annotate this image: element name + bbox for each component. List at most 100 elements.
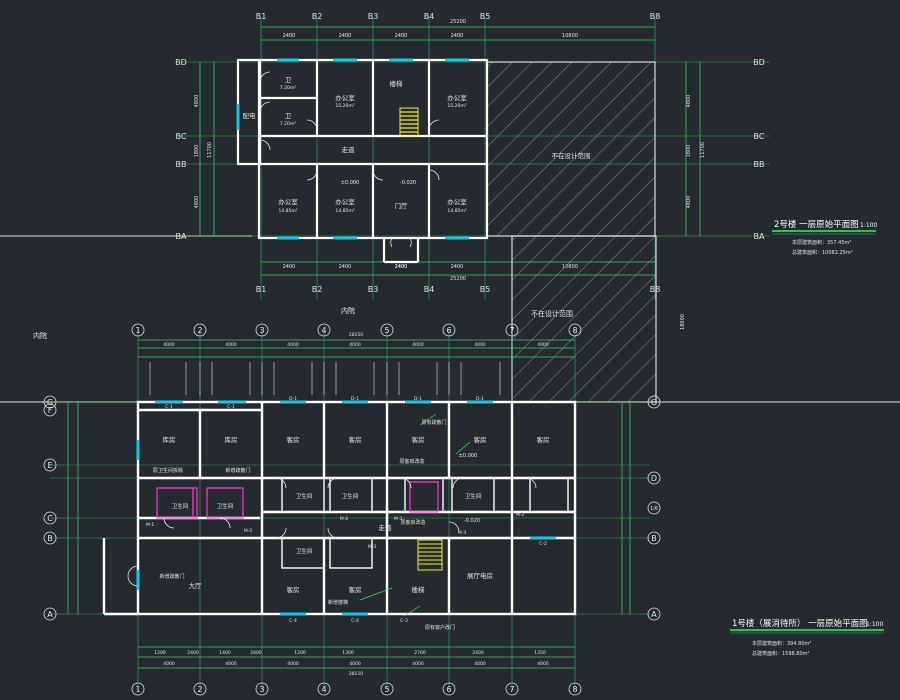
b1-dim-bottom-bay-5: 4000 [412,661,424,667]
b1-axis-bot-4: 4 [321,685,326,694]
b2-side-dim-3: 4800 [194,196,200,209]
b1-dim-bay-6: 4000 [474,342,486,348]
b2-axis-bot-b2: B2 [312,285,323,294]
b2-room-toilet-1-area: 7.20m² [280,85,296,91]
b1-dim-bot-7: 2700 [414,650,426,656]
b1-dim-bay-4: 4000 [349,342,361,348]
b1-room-wc-3: 卫生间 [296,492,313,500]
b1-dim-bottom-bay-1: 4000 [163,661,175,667]
b2-axis-top-b3: B3 [368,12,379,21]
b1-dim-bay-3: 4000 [287,342,299,348]
b1-door-tag-1: M-1 [146,522,155,528]
b2-dim-bot-2: 2400 [339,264,352,270]
b2-axis-top-b4: B4 [424,12,435,21]
b1-window-tag-4: D-1 [351,396,359,402]
b1-dim-bay-5: 4000 [412,342,424,348]
b1-dim-bot-1: 1200 [154,650,166,656]
b1-room-hall: 大厅 [189,581,203,590]
b1-axis-top-5: 5 [384,326,389,335]
site-lines [0,235,900,403]
b1-room-wc-5: 卫生间 [465,492,482,500]
site-long-dim: 18000 [680,314,686,330]
b1-window-tag-1: C-1 [165,404,173,410]
b1-axis-top-6: 6 [446,326,451,335]
b2-dim-bot-1: 2400 [283,264,296,270]
site-label-courtyard-left: 内院 [33,331,47,340]
b1-room-wc-2: 卫生间 [217,502,234,510]
b1-axis-right-g: G [651,398,657,407]
b2-room-toilet-2: 卫 [285,112,292,120]
b1-note-4: 原客房改造 [399,458,424,465]
b2-side-dim-1: 4800 [194,95,200,108]
b1-room-guest-6: 客房 [287,585,300,594]
b2-axis-top-b2: B2 [312,12,323,21]
b1-door-tag-3: M-2 [340,516,349,522]
b2-dim-overall-top: 25200 [450,19,466,25]
b1-title-scale: 1:100 [866,621,883,628]
b1-axis-left-f: F [48,406,53,415]
b1-room-guest-7: 客房 [349,585,362,594]
b1-level-mark-1: ±0.000 [459,453,478,459]
b1-axis-right-d: D [651,474,657,483]
b1-room-wc-4: 卫生间 [342,492,359,500]
b1-axis-left-e: E [47,461,52,470]
b2-axis-bot-b1: B1 [256,285,267,294]
b1-window-tag-9: C-4 [289,618,297,624]
b1-door-tag-2: M-2 [244,528,253,534]
b1-note-2: 新增疏散门 [225,467,250,474]
b2-corridor: 走道 [342,145,356,154]
b1-dim-bot-3: 1400 [219,650,231,656]
b1-axis-right-a: A [651,610,657,619]
b2-out-of-scope-label: 不在设计范围 [552,151,591,160]
b2-side-total: 11700 [207,142,213,158]
b1-axis-left-a: A [47,610,53,619]
b2-axis-left-bc: BC [176,132,187,141]
b2-room-office-5: 办公室 [447,197,467,206]
b1-axis-bot-3: 3 [259,685,264,694]
b2-level-mark-2: -0.020 [400,180,416,186]
b1-axis-bot-7: 7 [509,685,514,694]
b2-out-of-scope-hatch [486,61,656,237]
b1-dim-bot-4: 2400 [250,650,262,656]
b2-room-office-3-area: 14.85m² [278,208,297,214]
b1-dim-bot-6: 1300 [342,650,354,656]
b1-window-tag-5: D-1 [414,396,422,402]
b1-window-tag-7: C-2 [539,541,547,547]
b1-dim-overall-top: 28150 [349,332,363,338]
b2-dim-top-4: 2400 [451,33,464,39]
b1-axis-bot-8: 8 [572,685,577,694]
b1-axis-left-g: G [47,398,53,407]
b2-axis-top-b1: B1 [256,12,267,21]
b1-window-tag-6: D-1 [476,396,484,402]
b1-axis-bot-1: 1 [135,685,140,694]
b2-room-toilet-1: 卫 [285,76,292,84]
b2-axis-right-bc: BC [754,132,765,141]
b2-axis-bot-b3: B3 [368,285,379,294]
b1-area-total: 总建筑面积：1598.80m² [752,650,810,657]
b1-axis-top-3: 3 [259,326,264,335]
b2-room-office-2-area: 15.20m² [447,103,466,109]
b1-title-block: 1号楼（展消待所） 一层原始平面图 1:100 本层建筑面积：394.80m² … [730,618,884,657]
b2-side-dim-r3: 4800 [686,196,692,209]
b1-dim-bay-2: 4000 [225,342,237,348]
b1-dim-bay-7: 4000 [537,342,549,348]
b1-room-storage-1: 库房 [163,435,176,444]
b1-room-wc-1: 卫生间 [172,502,189,510]
b2-room-office-5-area: 14.85m² [447,208,466,214]
b1-note-6: 原有窗户改门 [425,624,455,631]
b1-axis-top-8: 8 [572,326,577,335]
b1-corridor: 走道 [379,523,393,532]
b1-axis-bot-2: 2 [197,685,202,694]
b2-room-stair: 楼梯 [390,79,404,88]
b2-axis-left-bd: BD [175,58,187,67]
b1-dim-bottom-bay-6: 4000 [474,661,486,667]
b1-axis-left-b: B [47,534,53,543]
b1-window-tag-10: C-4 [351,618,359,624]
b2-room-power: 配电 [243,111,257,120]
b1-axis-bot-6: 6 [446,685,451,694]
b1-area-current-floor: 本层建筑面积：394.80m² [752,640,811,647]
b1-title: 1号楼（展消待所） 一层原始平面图 [732,618,868,629]
b2-side-total-r: 11700 [700,142,706,158]
b1-dim-bottom-bay-2: 4000 [225,661,237,667]
